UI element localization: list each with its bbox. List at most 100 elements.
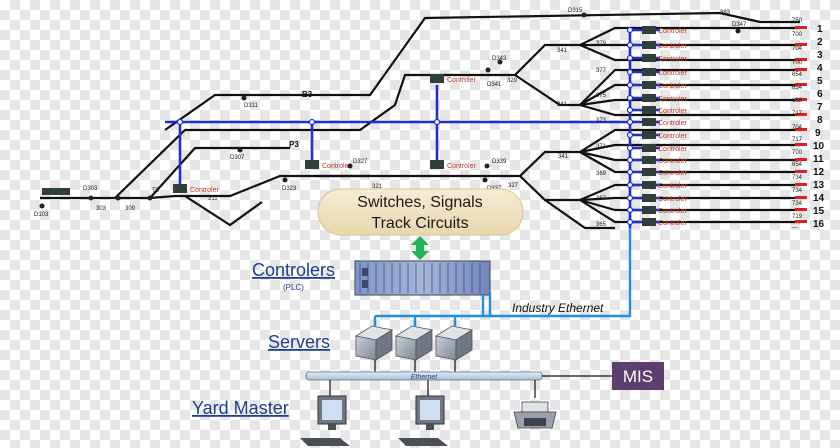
right-controllers: Controler Controler Controler Controler …	[642, 26, 687, 227]
workstation-icon	[300, 395, 350, 446]
cloud-line-2: Track Circuits	[371, 215, 468, 232]
printer-icon	[513, 401, 557, 429]
controller-label: Controler	[447, 163, 476, 170]
svg-text:367: 367	[596, 196, 607, 202]
svg-text:D339: D339	[492, 159, 507, 165]
svg-text:654: 654	[792, 162, 803, 168]
svg-text:734: 734	[792, 175, 803, 181]
svg-text:12: 12	[813, 167, 825, 178]
svg-text:654: 654	[792, 85, 803, 91]
svg-text:654: 654	[792, 72, 803, 78]
track-lengths: 750 700 704 700 654 654 668 717 704 717 …	[792, 18, 803, 231]
plc-label: (PLC)	[283, 283, 304, 292]
svg-text:B3: B3	[302, 90, 313, 99]
svg-text:2: 2	[817, 37, 823, 48]
controller-label: Controler	[322, 163, 351, 170]
signal-6	[795, 98, 807, 101]
svg-text:704: 704	[792, 125, 803, 131]
signal-1	[795, 26, 807, 29]
controller-label: Controler	[658, 158, 687, 165]
controller-label: Controler	[658, 120, 687, 127]
svg-text:383: 383	[720, 10, 731, 16]
svg-text:668: 668	[792, 98, 803, 104]
controller-label: Controler	[658, 146, 687, 153]
svg-text:D103: D103	[34, 212, 49, 218]
track-labels: D103 D303 303 309 T3 311 D311 B3 D307 P3…	[34, 8, 747, 228]
track-network	[40, 11, 800, 230]
yard-master-heading: Yard Master	[192, 398, 289, 418]
signal-13	[795, 196, 807, 199]
svg-text:D311: D311	[244, 103, 259, 109]
controller-label: Controler	[658, 28, 687, 35]
svg-text:15: 15	[813, 206, 825, 217]
industry-ethernet-label: Industry Ethernet	[512, 301, 604, 315]
svg-text:---: ---	[792, 225, 798, 231]
signal-11	[795, 170, 807, 173]
svg-text:341: 341	[558, 154, 569, 160]
svg-text:369: 369	[596, 171, 607, 177]
ethernet-bus: Ethernet	[305, 371, 543, 381]
controller-label: Controler	[658, 170, 687, 177]
svg-text:371: 371	[596, 144, 607, 150]
svg-text:16: 16	[813, 219, 825, 230]
controller-label: Controler	[658, 43, 687, 50]
track-indices: 1 2 3 4 5 6 7 8 9 10 11 12 13 14 15 16	[813, 24, 825, 230]
cloud-line-1: Switches, Signals	[357, 194, 482, 211]
controller-label: Controler	[658, 56, 687, 63]
svg-text:704: 704	[792, 46, 803, 52]
svg-text:375: 375	[596, 93, 607, 99]
controller-box	[430, 160, 444, 169]
controller-label: Controler	[658, 208, 687, 215]
signal-10	[795, 158, 807, 161]
signal-15	[795, 220, 807, 223]
signal-12	[795, 183, 807, 186]
bus-junctions	[176, 26, 634, 226]
svg-text:377: 377	[596, 68, 607, 74]
signal-3	[795, 58, 807, 61]
svg-text:700: 700	[792, 60, 803, 66]
svg-text:734: 734	[792, 201, 803, 207]
svg-text:7: 7	[817, 102, 823, 113]
svg-text:700: 700	[792, 150, 803, 156]
controller-box	[173, 184, 187, 193]
svg-text:734: 734	[792, 188, 803, 194]
controller-label: Controler	[190, 187, 219, 194]
mis-box[interactable]: MIS	[612, 362, 664, 390]
controller-label: Controler	[658, 96, 687, 103]
workstation-icon	[398, 395, 448, 446]
controller-label: Controler	[658, 83, 687, 90]
svg-text:D341: D341	[487, 82, 502, 88]
signal-5	[795, 83, 807, 86]
switch-codes: 379 377 375 373 371 367	[596, 41, 607, 202]
switches-cloud: Switches, Signals Track Circuits	[317, 188, 524, 236]
svg-text:309: 309	[125, 206, 136, 212]
controller-label: Controler	[658, 220, 687, 227]
svg-text:365: 365	[596, 222, 607, 228]
svg-text:3: 3	[817, 50, 823, 61]
server-icon	[394, 325, 434, 361]
signal-8	[795, 128, 807, 131]
plc-rack	[354, 260, 491, 296]
svg-text:750: 750	[792, 18, 803, 24]
svg-text:717: 717	[792, 137, 803, 143]
svg-text:8: 8	[817, 115, 823, 126]
svg-text:1: 1	[817, 24, 823, 35]
signal-14	[795, 208, 807, 211]
controller-label: Controler	[658, 196, 687, 203]
svg-text:341: 341	[557, 48, 568, 54]
servers-heading: Servers	[268, 332, 330, 352]
svg-text:D323: D323	[282, 186, 297, 192]
svg-text:9: 9	[815, 128, 821, 139]
track-points	[39, 12, 741, 209]
svg-text:341: 341	[557, 102, 568, 108]
mis-label: MIS	[623, 367, 653, 386]
signal-4	[795, 68, 807, 71]
controller-label: Controler	[658, 133, 687, 140]
svg-text:D303: D303	[83, 186, 98, 192]
signal-9	[795, 143, 807, 146]
svg-text:311: 311	[208, 196, 218, 202]
double-arrow-icon	[411, 236, 429, 260]
svg-text:379: 379	[596, 41, 607, 47]
svg-text:T3: T3	[152, 188, 160, 194]
svg-text:700: 700	[792, 32, 803, 38]
